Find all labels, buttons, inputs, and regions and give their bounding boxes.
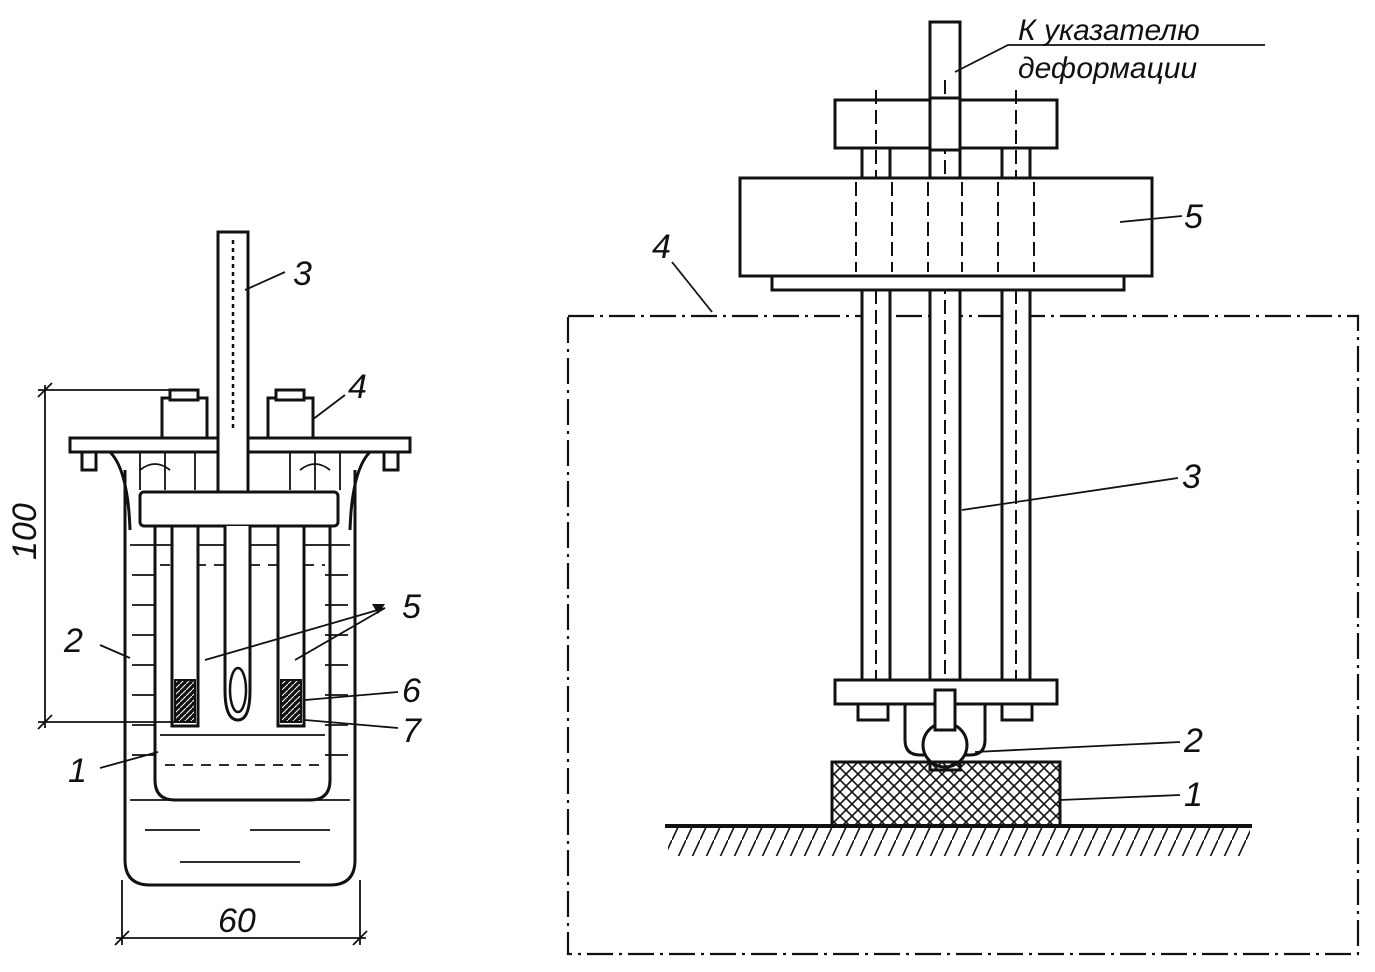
dimension-height-text: 100 xyxy=(6,503,44,560)
right-label-2: 2 xyxy=(1183,722,1203,760)
right-cap xyxy=(266,396,315,440)
right-label-1: 1 xyxy=(1184,776,1203,814)
left-figure: 100 60 3 4 5 2 6 7 1 xyxy=(6,230,422,946)
coil-right xyxy=(280,679,302,723)
nut-right xyxy=(1000,702,1034,722)
arrowhead-5 xyxy=(372,604,385,614)
top-plate-rod-gap xyxy=(928,96,962,152)
right-label-5: 5 xyxy=(1184,198,1203,236)
left-label-2: 2 xyxy=(63,622,83,660)
dimension-height xyxy=(37,382,180,730)
indenter-stem xyxy=(933,688,957,732)
left-label-5: 5 xyxy=(402,588,421,626)
weight-block-hidden-lines xyxy=(855,182,1035,272)
chamber-outline xyxy=(566,314,1360,956)
right-clamp xyxy=(382,450,400,472)
inner-vessel xyxy=(153,500,332,802)
left-label-7: 7 xyxy=(402,712,422,750)
left-cap-top xyxy=(168,388,200,402)
lid-ribs xyxy=(139,452,341,490)
sample xyxy=(830,760,1062,828)
weight-block xyxy=(738,176,1154,278)
nut-left xyxy=(856,702,890,722)
left-cap xyxy=(160,396,209,440)
left-label-1: 1 xyxy=(68,752,87,790)
holder-block xyxy=(138,490,340,528)
left-label-6: 6 xyxy=(402,672,421,710)
dimension-width xyxy=(114,880,368,946)
weight-base xyxy=(770,274,1126,292)
lid-neck xyxy=(108,450,372,531)
right-cap-top xyxy=(274,388,306,402)
annotation-line-2: деформации xyxy=(1018,52,1197,85)
annotation-line-1: К указателю xyxy=(1018,14,1200,47)
right-figure: К указателю деформации 5 4 3 2 1 xyxy=(566,14,1360,956)
left-label-4: 4 xyxy=(348,368,367,406)
coil-left xyxy=(174,679,196,723)
left-clamp xyxy=(80,450,98,472)
left-leaders xyxy=(99,271,399,769)
right-label-4: 4 xyxy=(652,228,671,266)
left-label-3: 3 xyxy=(293,255,312,293)
outer-vessel xyxy=(123,470,357,887)
right-label-3: 3 xyxy=(1182,458,1201,496)
ground-hatch xyxy=(668,826,1250,856)
dimension-width-text: 60 xyxy=(218,902,256,940)
thermometer-bulb xyxy=(228,666,248,714)
right-leaders xyxy=(671,44,1265,801)
